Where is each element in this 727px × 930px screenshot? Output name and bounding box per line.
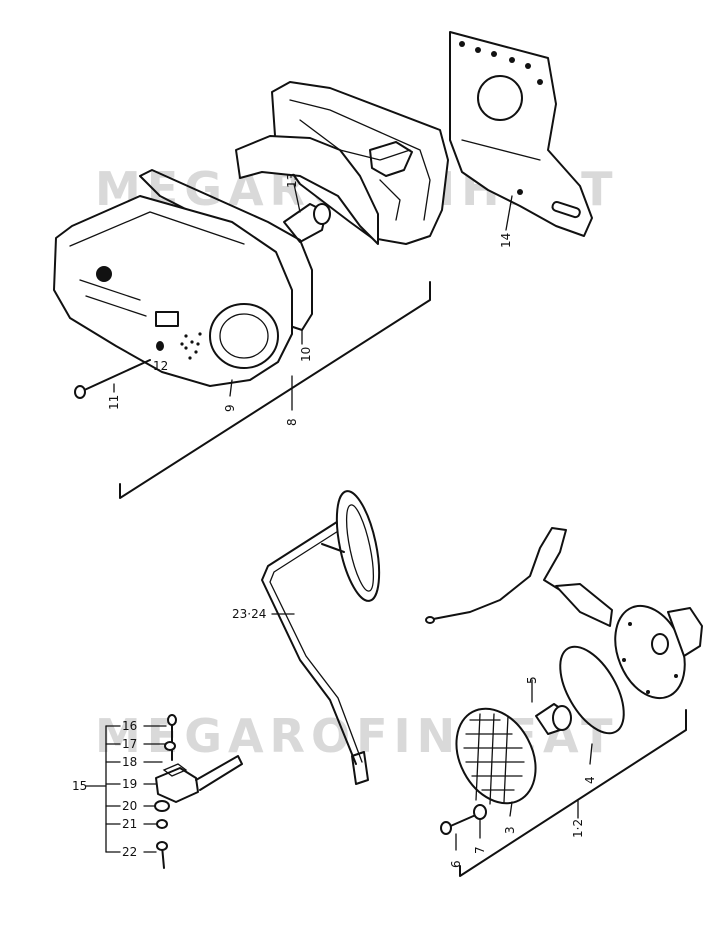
label-21: 21 <box>122 817 137 831</box>
reflector-shield <box>235 135 379 245</box>
lens-texture <box>180 332 202 360</box>
stud-bolt <box>164 714 177 761</box>
screw-6-7 <box>440 804 487 835</box>
leader-14 <box>505 195 513 231</box>
label-13: 13 <box>285 173 299 188</box>
bracket-plate <box>449 31 593 237</box>
label-20: 20 <box>122 799 137 813</box>
leader-13 <box>293 183 301 213</box>
label-7: 7 <box>473 846 487 854</box>
bulb <box>283 203 331 243</box>
nut-20 <box>154 800 170 812</box>
leader-4 <box>589 743 593 765</box>
label-19: 19 <box>122 777 137 791</box>
washer-21 <box>156 819 168 829</box>
clamp-block <box>155 755 243 803</box>
assembly-bracket-8 <box>119 281 431 499</box>
label-14: 14 <box>499 233 513 248</box>
assembly-bracket-1-2 <box>459 709 687 877</box>
label-4: 4 <box>583 776 597 784</box>
label-22: 22 <box>122 845 137 859</box>
lens-screw-small <box>156 341 164 351</box>
label-10: 10 <box>299 347 313 362</box>
label-12: 12 <box>153 359 168 373</box>
label-17: 17 <box>122 737 137 751</box>
o-ring <box>559 645 625 735</box>
socket-wire <box>425 527 567 624</box>
bulb-5 <box>535 703 572 735</box>
label-5: 5 <box>525 676 539 684</box>
label-18: 18 <box>122 755 137 769</box>
lens-screw <box>74 359 151 399</box>
label-9: 9 <box>223 404 237 412</box>
label-8: 8 <box>285 418 299 426</box>
socket-housing <box>555 583 703 700</box>
bolt-22 <box>156 841 168 869</box>
leader-9 <box>229 379 233 397</box>
label-6: 6 <box>449 860 463 868</box>
label-11: 11 <box>107 395 121 410</box>
lens-3 <box>455 707 537 805</box>
label-23-24: 23·24 <box>232 607 266 621</box>
leader-3 <box>509 801 513 817</box>
group-15-bracket <box>85 725 121 853</box>
label-15: 15 <box>72 779 87 793</box>
lamp-base-housing <box>271 81 449 245</box>
label-1-2: 1·2 <box>571 819 585 838</box>
rear-view-mirror <box>261 490 381 785</box>
label-16: 16 <box>122 719 137 733</box>
label-3: 3 <box>503 826 517 834</box>
tail-lamp-lens <box>53 195 293 387</box>
